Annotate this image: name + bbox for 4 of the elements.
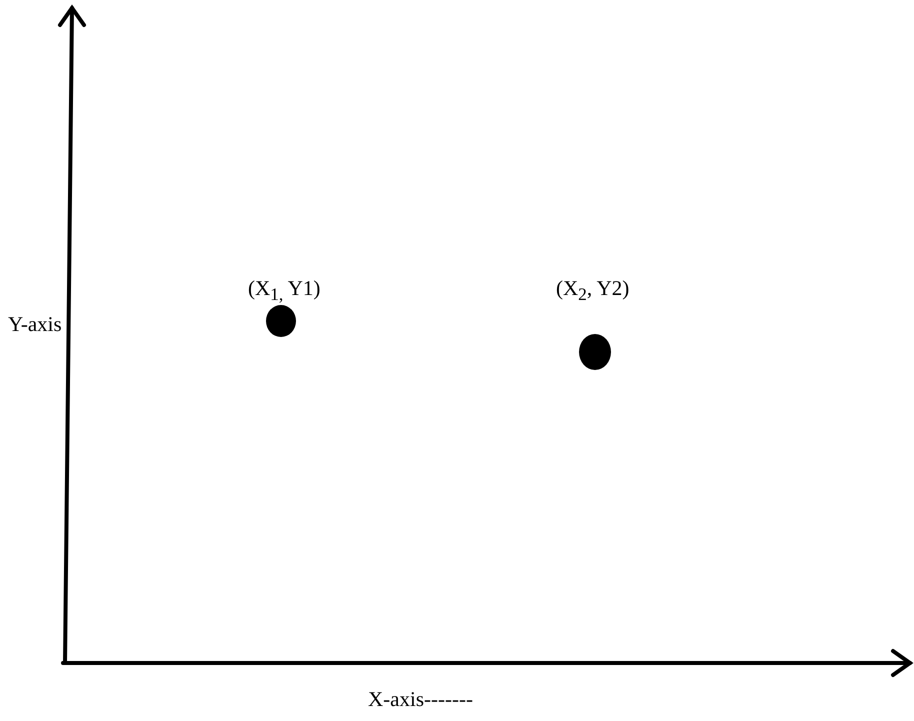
- point-label: (X$_{2}$, Y2): [556, 278, 630, 304]
- axis-label: X-axis-------: [368, 689, 473, 710]
- point-label: (X$_{1,}$ Y1): [248, 278, 320, 304]
- axis-label: Y-axis: [8, 314, 62, 335]
